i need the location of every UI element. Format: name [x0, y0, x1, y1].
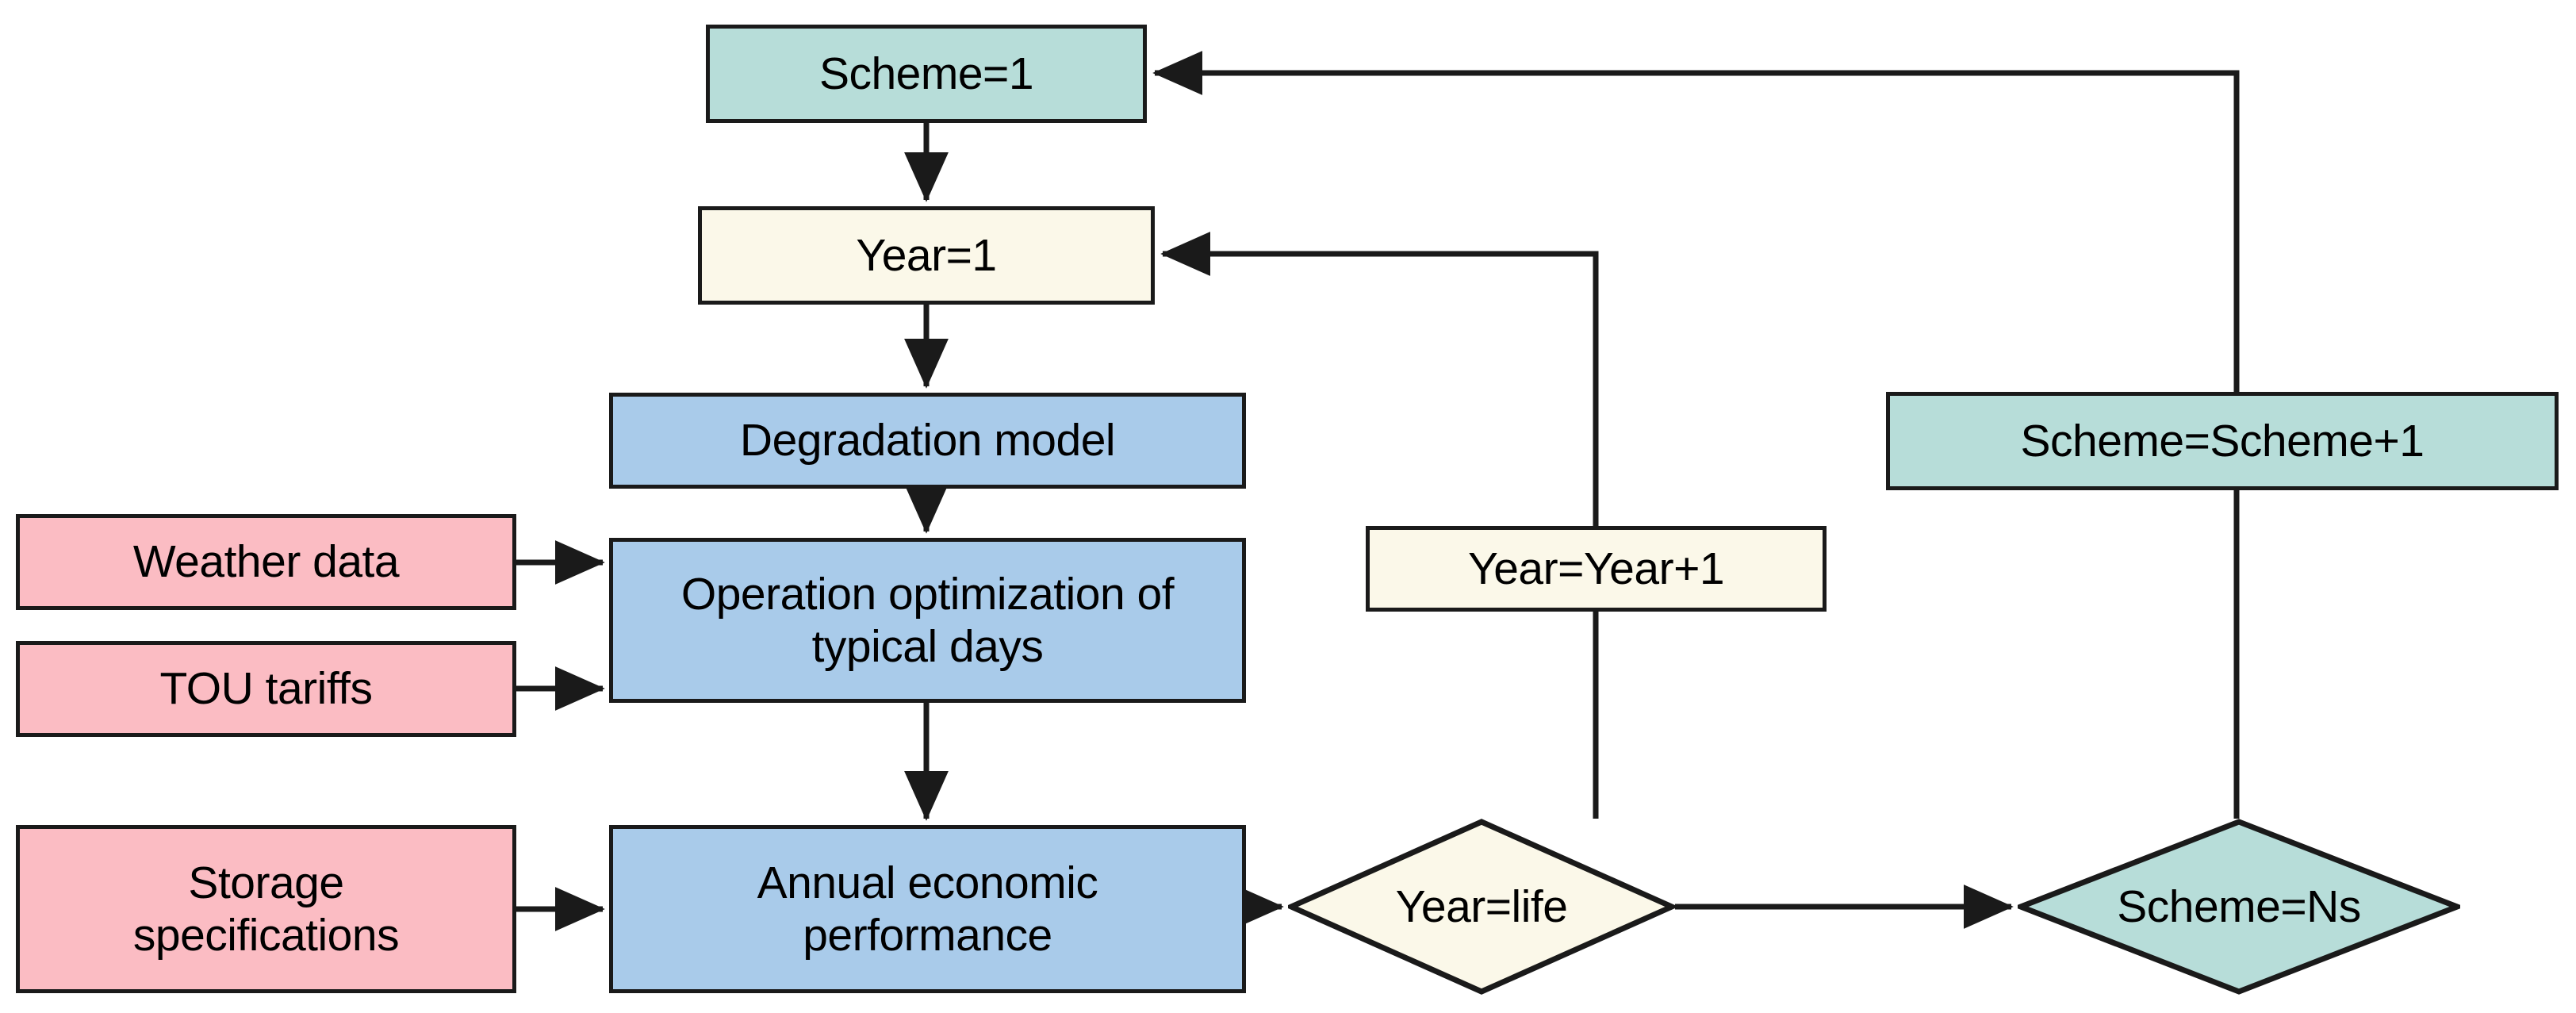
- node-operation-optimization[interactable]: Operation optimization of typical days: [609, 538, 1246, 703]
- node-degradation-model[interactable]: Degradation model: [609, 393, 1246, 489]
- node-year-init-label: Year=1: [856, 229, 997, 281]
- node-scheme-init-label: Scheme=1: [818, 48, 1034, 99]
- node-scheme-init[interactable]: Scheme=1: [706, 25, 1147, 123]
- node-weather-data-label: Weather data: [132, 536, 400, 588]
- node-scheme-increment[interactable]: Scheme=Scheme+1: [1886, 392, 2559, 490]
- node-year-increment-label: Year=Year+1: [1467, 543, 1725, 594]
- node-weather-data[interactable]: Weather data: [16, 514, 516, 610]
- scheme-ns-diamond-shape: [2018, 819, 2460, 995]
- node-scheme-ns-decision-label: Scheme=Ns: [2117, 881, 2361, 932]
- node-scheme-increment-label: Scheme=Scheme+1: [2020, 415, 2425, 466]
- node-storage-specifications-label: Storage specifications: [132, 857, 400, 961]
- node-tou-tariffs[interactable]: TOU tariffs: [16, 641, 516, 737]
- edge-year-life-feedback-to-year-init: [1160, 232, 1599, 819]
- year-life-diamond-shape: [1288, 819, 1675, 995]
- node-annual-economic-performance-label: Annual economic performance: [757, 857, 1098, 961]
- node-storage-specifications[interactable]: Storage specifications: [16, 825, 516, 993]
- node-degradation-model-label: Degradation model: [739, 415, 1116, 466]
- node-year-life-decision[interactable]: Year=life: [1288, 819, 1675, 995]
- node-annual-economic-performance[interactable]: Annual economic performance: [609, 825, 1246, 993]
- edge-scheme-ns-feedback-to-scheme-init: [1152, 51, 2240, 819]
- node-operation-optimization-label: Operation optimization of typical days: [680, 568, 1175, 672]
- node-year-init[interactable]: Year=1: [698, 206, 1155, 305]
- node-scheme-ns-decision[interactable]: Scheme=Ns: [2018, 819, 2460, 995]
- node-year-life-decision-label: Year=life: [1395, 881, 1568, 932]
- node-year-increment[interactable]: Year=Year+1: [1366, 526, 1827, 612]
- node-tou-tariffs-label: TOU tariffs: [159, 663, 373, 715]
